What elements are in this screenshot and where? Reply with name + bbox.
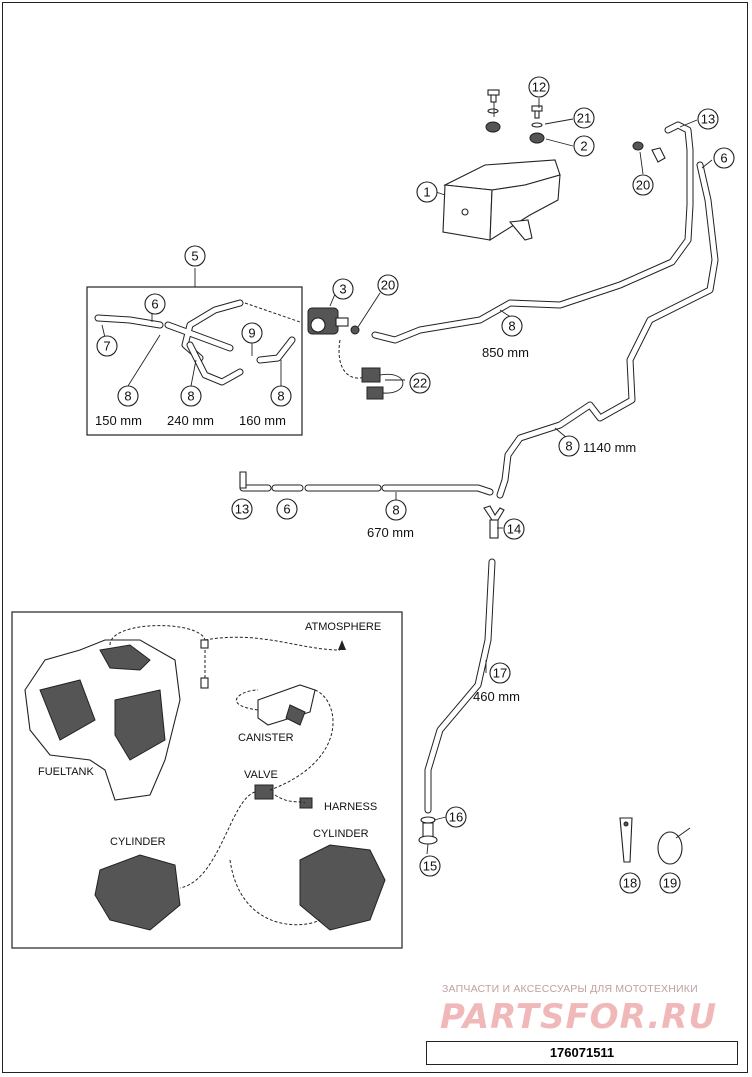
label-cylinder-right: CYLINDER	[313, 828, 369, 840]
svg-text:8: 8	[277, 389, 284, 404]
callout-20-top: 20	[632, 174, 654, 196]
length-460: 460 mm	[473, 689, 520, 704]
watermark-logo: PARTSFOR.RU	[440, 997, 718, 1037]
callout-1: 1	[416, 181, 438, 203]
label-valve: VALVE	[244, 769, 278, 781]
svg-text:5: 5	[191, 249, 198, 264]
svg-text:8: 8	[508, 319, 515, 334]
callout-21: 21	[573, 107, 595, 129]
svg-text:6: 6	[720, 151, 727, 166]
canister-part[interactable]	[442, 159, 561, 242]
callout-20-mid: 20	[377, 274, 399, 296]
svg-text:20: 20	[636, 178, 650, 193]
svg-text:15: 15	[423, 859, 437, 874]
callout-8-1140: 8	[558, 435, 580, 457]
label-fueltank: FUELTANK	[38, 766, 94, 778]
hose-clamp-upper[interactable]	[632, 141, 666, 163]
label-atmosphere: ATMOSPHERE	[305, 621, 381, 633]
watermark-tagline: ЗАПЧАСТИ И АКСЕССУАРЫ ДЛЯ МОТОТЕХНИКИ	[442, 983, 698, 995]
schematic-canister	[257, 684, 316, 726]
mounting-bolt-left[interactable]	[485, 89, 501, 133]
callout-16: 16	[445, 806, 467, 828]
length-670: 670 mm	[367, 525, 414, 540]
callout-19: 19	[659, 872, 681, 894]
length-850: 850 mm	[482, 345, 529, 360]
mounting-bolt-right[interactable]	[529, 105, 545, 144]
callout-14: 14	[503, 518, 525, 540]
svg-text:13: 13	[235, 502, 249, 517]
svg-text:18: 18	[623, 876, 637, 891]
schematic-valve	[254, 784, 274, 800]
svg-text:21: 21	[577, 111, 591, 126]
callout-6-top: 6	[713, 147, 735, 169]
callout-2: 2	[573, 135, 595, 157]
schematic-harness	[299, 797, 313, 809]
callout-15: 15	[419, 855, 441, 877]
cylinder-right-illustration	[299, 844, 386, 931]
label-cylinder-left: CYLINDER	[110, 836, 166, 848]
cylinder-left-illustration	[94, 854, 181, 931]
svg-text:3: 3	[339, 282, 346, 297]
length-1140: 1140 mm	[583, 440, 636, 455]
callout-8-670: 8	[385, 499, 407, 521]
svg-text:8: 8	[124, 389, 131, 404]
tee-fitting[interactable]	[483, 505, 505, 539]
holding-strap[interactable]	[619, 817, 633, 863]
callout-5: 5	[184, 245, 206, 267]
svg-text:8: 8	[565, 439, 572, 454]
label-canister: CANISTER	[238, 732, 294, 744]
svg-text:1: 1	[423, 185, 430, 200]
svg-text:8: 8	[187, 389, 194, 404]
schematic-box	[11, 611, 403, 949]
callout-6-box: 6	[144, 293, 166, 315]
callout-8-240: 8	[180, 385, 202, 407]
callout-8-850: 8	[501, 315, 523, 337]
length-160: 160 mm	[239, 413, 286, 428]
callout-12: 12	[528, 76, 550, 98]
valve-part[interactable]	[307, 307, 360, 335]
svg-text:12: 12	[532, 80, 546, 95]
cable-tie[interactable]	[657, 827, 691, 865]
svg-text:14: 14	[507, 522, 521, 537]
svg-text:13: 13	[701, 112, 715, 127]
svg-text:16: 16	[449, 810, 463, 825]
callout-22: 22	[409, 372, 431, 394]
fuel-tank-illustration	[24, 639, 181, 801]
callout-6-mid: 6	[276, 498, 298, 520]
fuel-filler-nipple[interactable]	[418, 816, 438, 845]
svg-text:8: 8	[392, 503, 399, 518]
svg-text:6: 6	[151, 297, 158, 312]
callout-9: 9	[241, 322, 263, 344]
length-150: 150 mm	[95, 413, 142, 428]
callout-8-150: 8	[117, 385, 139, 407]
part-number: 176071511	[426, 1041, 738, 1065]
callout-7: 7	[96, 335, 118, 357]
callout-13-mid: 13	[231, 498, 253, 520]
svg-text:2: 2	[580, 139, 587, 154]
harness-connector[interactable]	[361, 367, 404, 400]
length-240: 240 mm	[167, 413, 214, 428]
callout-13-top: 13	[697, 108, 719, 130]
label-harness: HARNESS	[324, 801, 377, 813]
callout-3: 3	[332, 278, 354, 300]
svg-text:6: 6	[283, 502, 290, 517]
svg-text:20: 20	[381, 278, 395, 293]
callout-8-160: 8	[270, 385, 292, 407]
callout-18: 18	[619, 872, 641, 894]
svg-text:17: 17	[493, 666, 507, 681]
svg-text:22: 22	[413, 376, 427, 391]
svg-text:7: 7	[103, 339, 110, 354]
hose-kit-box	[86, 286, 303, 436]
callout-17: 17	[489, 662, 511, 684]
svg-text:9: 9	[248, 326, 255, 341]
svg-text:19: 19	[663, 876, 677, 891]
